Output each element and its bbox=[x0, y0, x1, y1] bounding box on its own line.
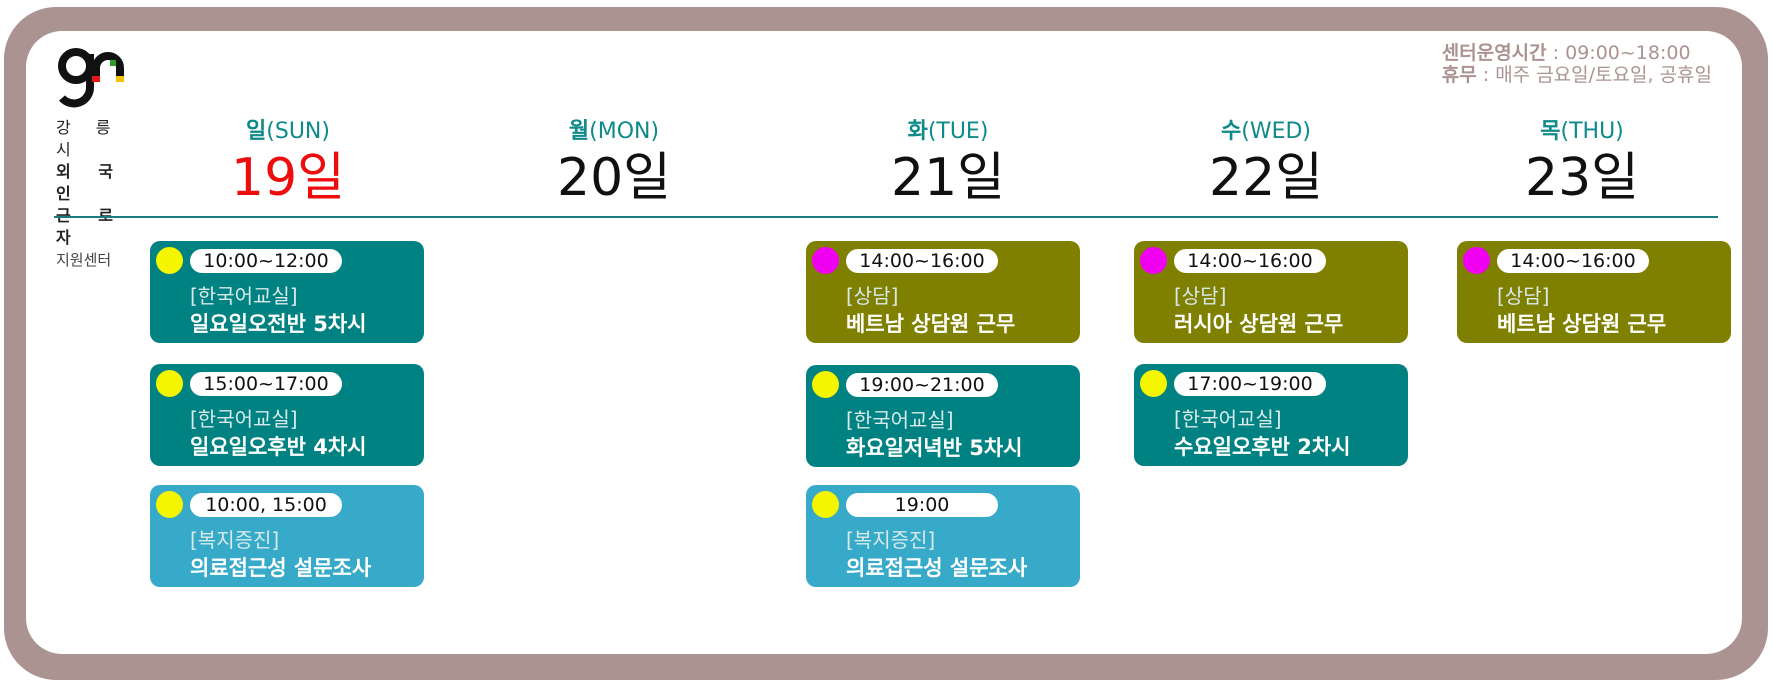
day-header-tue: 화(TUE) 21일 bbox=[848, 118, 1048, 210]
event-title: 일요일오전반 5차시 bbox=[190, 312, 367, 336]
event-category: [한국어교실] bbox=[1174, 407, 1282, 431]
event-time: 19:00 bbox=[846, 493, 998, 517]
event-time: 10:00, 15:00 bbox=[190, 493, 342, 517]
day-name-kr: 일 bbox=[246, 119, 267, 144]
organization-name: 강 릉 시 외 국 인 근 로 자 지원센터 bbox=[56, 117, 134, 271]
day-date: 20일 bbox=[556, 148, 671, 208]
day-date: 23일 bbox=[1524, 148, 1639, 208]
event-title: 의료접근성 설문조사 bbox=[190, 556, 372, 580]
event-category: [한국어교실] bbox=[190, 407, 298, 431]
org-line-foreign: 외 국 인 bbox=[56, 162, 125, 203]
event-card[interactable]: 14:00~16:00 [상담] 베트남 상담원 근무 bbox=[1457, 241, 1731, 343]
event-card[interactable]: 17:00~19:00 [한국어교실] 수요일오후반 2차시 bbox=[1134, 364, 1408, 466]
event-category: [복지증진] bbox=[190, 528, 280, 552]
event-status-dot bbox=[156, 491, 183, 518]
day-name-en: (TUE) bbox=[927, 119, 989, 144]
event-time: 14:00~16:00 bbox=[1174, 249, 1326, 273]
event-status-dot bbox=[812, 491, 839, 518]
event-category: [한국어교실] bbox=[190, 284, 298, 308]
org-line-center: 지원센터 bbox=[56, 251, 112, 269]
closed-value: : 매주 금요일/토요일, 공휴일 bbox=[1476, 64, 1712, 86]
event-title: 베트남 상담원 근무 bbox=[1497, 312, 1667, 336]
event-card[interactable]: 10:00, 15:00 [복지증진] 의료접근성 설문조사 bbox=[150, 485, 424, 587]
event-time: 14:00~16:00 bbox=[1497, 249, 1649, 273]
event-card[interactable]: 15:00~17:00 [한국어교실] 일요일오후반 4차시 bbox=[150, 364, 424, 466]
event-time: 14:00~16:00 bbox=[846, 249, 998, 273]
event-status-dot bbox=[812, 371, 839, 398]
hours-label: 센터운영시간 bbox=[1441, 42, 1547, 64]
day-name-kr: 수 bbox=[1220, 119, 1242, 144]
header-divider bbox=[54, 216, 1718, 218]
event-time: 10:00~12:00 bbox=[190, 249, 342, 273]
event-card[interactable]: 19:00~21:00 [한국어교실] 화요일저녁반 5차시 bbox=[806, 365, 1080, 467]
event-title: 화요일저녁반 5차시 bbox=[846, 436, 1023, 460]
day-date: 22일 bbox=[1208, 148, 1323, 208]
event-title: 러시아 상담원 근무 bbox=[1174, 312, 1344, 336]
event-status-dot bbox=[812, 247, 839, 274]
event-title: 의료접근성 설문조사 bbox=[846, 556, 1028, 580]
day-header-thu: 목(THU) 23일 bbox=[1482, 118, 1682, 210]
event-title: 일요일오후반 4차시 bbox=[190, 435, 367, 459]
event-time: 19:00~21:00 bbox=[846, 373, 998, 397]
event-time: 17:00~19:00 bbox=[1174, 372, 1326, 396]
event-status-dot bbox=[156, 247, 183, 274]
day-name-en: (MON) bbox=[589, 119, 660, 144]
event-card[interactable]: 14:00~16:00 [상담] 베트남 상담원 근무 bbox=[806, 241, 1080, 343]
event-category: [한국어교실] bbox=[846, 408, 954, 432]
day-name-en: (THU) bbox=[1560, 119, 1624, 144]
event-time: 15:00~17:00 bbox=[190, 372, 342, 396]
event-title: 수요일오후반 2차시 bbox=[1174, 435, 1351, 459]
day-name-kr: 화 bbox=[907, 119, 928, 144]
closed-label: 휴무 bbox=[1441, 64, 1477, 86]
event-card[interactable]: 14:00~16:00 [상담] 러시아 상담원 근무 bbox=[1134, 241, 1408, 343]
event-category: [상담] bbox=[846, 284, 899, 308]
org-line-city: 강 릉 시 bbox=[56, 118, 121, 159]
event-status-dot bbox=[1140, 247, 1167, 274]
org-line-workers: 근 로 자 bbox=[56, 206, 113, 247]
day-name-kr: 월 bbox=[568, 119, 590, 144]
day-date: 21일 bbox=[890, 148, 1005, 208]
event-title: 베트남 상담원 근무 bbox=[846, 312, 1016, 336]
day-name-en: (SUN) bbox=[266, 119, 330, 144]
day-date: 19일 bbox=[230, 148, 345, 208]
center-logo-icon bbox=[58, 48, 124, 108]
event-category: [복지증진] bbox=[846, 528, 936, 552]
event-status-dot bbox=[156, 370, 183, 397]
event-category: [상담] bbox=[1174, 284, 1227, 308]
day-header-mon: 월(MON) 20일 bbox=[514, 118, 714, 210]
day-name-en: (WED) bbox=[1241, 119, 1311, 144]
day-header-wed: 수(WED) 22일 bbox=[1166, 118, 1366, 210]
event-status-dot bbox=[1140, 370, 1167, 397]
day-name-kr: 목 bbox=[1540, 119, 1561, 144]
day-header-sun: 일(SUN) 19일 bbox=[188, 118, 388, 210]
event-category: [상담] bbox=[1497, 284, 1550, 308]
hours-value: : 09:00~18:00 bbox=[1546, 42, 1691, 64]
operating-info: 센터운영시간 : 09:00~18:00 휴무 : 매주 금요일/토요일, 공휴… bbox=[1442, 42, 1712, 86]
event-card[interactable]: 19:00 [복지증진] 의료접근성 설문조사 bbox=[806, 485, 1080, 587]
event-card[interactable]: 10:00~12:00 [한국어교실] 일요일오전반 5차시 bbox=[150, 241, 424, 343]
event-status-dot bbox=[1463, 247, 1490, 274]
